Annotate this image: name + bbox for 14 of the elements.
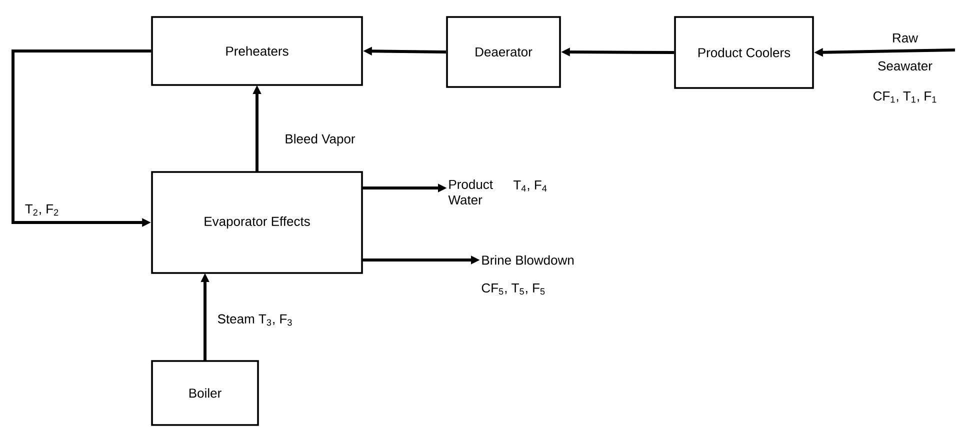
edge-label: Steam T$_{3}$, F$_{3}$ (218, 314, 292, 326)
stream-values: CF$_{5}$, T$_{5}$, F$_{5}$ (482, 283, 545, 295)
process-box: Evaporator Effects (151, 171, 363, 274)
edge-label: Bleed Vapor (286, 134, 356, 146)
stream-label: Brine Blowdown (482, 255, 574, 265)
stream-label: Product Water (448, 179, 493, 205)
process-box: Preheaters (151, 16, 363, 86)
process-box: Deaerator (446, 16, 561, 88)
stream-values: CF$_{1}$, T$_{1}$, F$_{1}$ (874, 91, 936, 103)
edge-label: Raw Seawater (878, 33, 932, 71)
process-box: Product Coolers (674, 16, 814, 89)
stream-values: T$_{4}$, F$_{4}$ (514, 180, 547, 192)
process-box: Boiler (151, 360, 259, 426)
edge-label: T$_{2}$, F$_{2}$ (25, 204, 58, 216)
